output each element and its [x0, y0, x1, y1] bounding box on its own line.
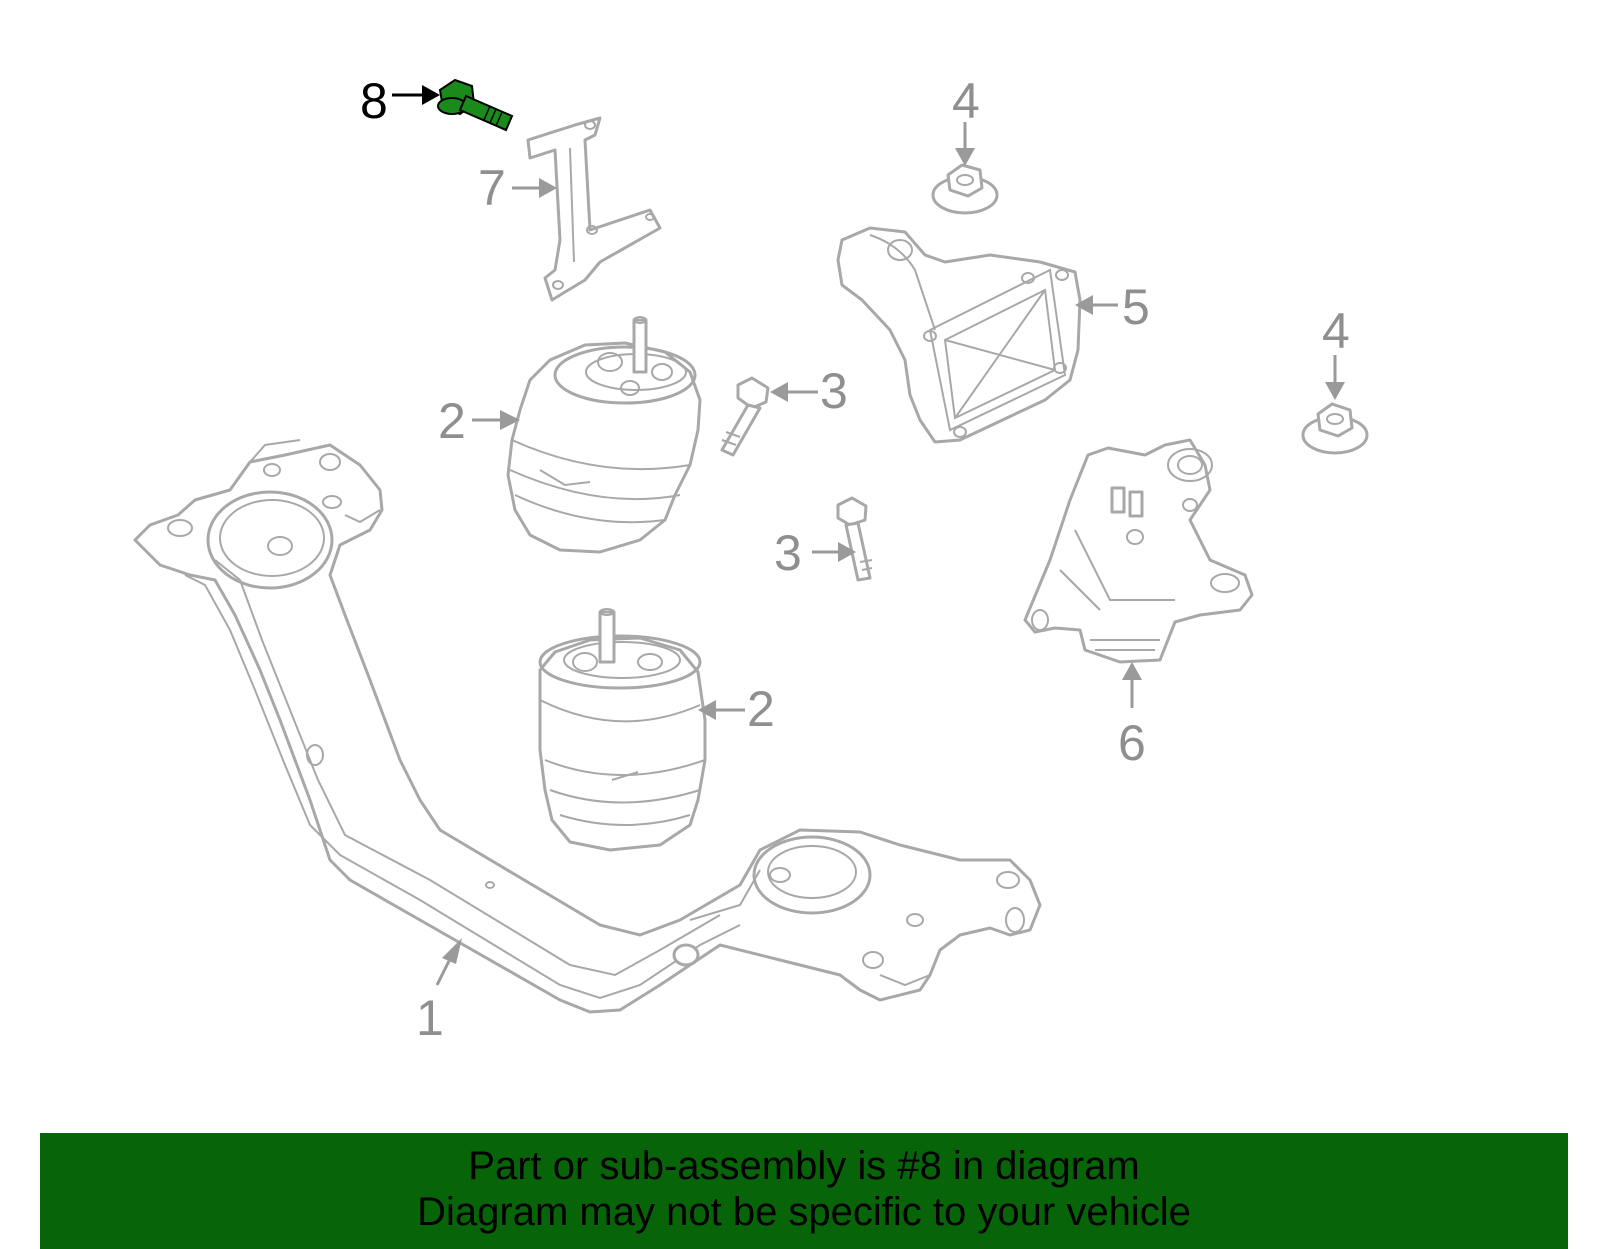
mount-bracket	[836, 226, 1082, 444]
callout-5: 5	[1075, 279, 1150, 335]
info-banner: Part or sub-assembly is #8 in diagram Di…	[40, 1133, 1568, 1249]
callout-3-lower: 3	[774, 525, 856, 581]
callout-label: 7	[478, 160, 506, 216]
callout-label: 2	[438, 393, 466, 449]
callout-label: 5	[1122, 279, 1150, 335]
callout-1: 1	[416, 938, 462, 1046]
callout-2-lower: 2	[698, 681, 775, 737]
banner-line-disclaimer: Diagram may not be specific to your vehi…	[417, 1190, 1191, 1234]
callout-label: 4	[1322, 303, 1350, 359]
highlighted-bolt	[437, 78, 514, 132]
callout-label: 8	[360, 73, 388, 129]
bolt-upper	[720, 376, 770, 457]
engine-mount-lower	[538, 608, 707, 852]
callout-label: 3	[774, 525, 802, 581]
callout-6: 6	[1118, 662, 1146, 771]
callout-label: 6	[1118, 715, 1146, 771]
bolt-lower	[836, 496, 873, 582]
subframe	[133, 439, 1042, 1014]
callout-7: 7	[478, 160, 557, 216]
nut-top	[931, 163, 999, 215]
callout-label: 1	[416, 990, 444, 1046]
engine-mount-upper	[506, 316, 702, 554]
bracket-plate	[526, 116, 662, 302]
parts-diagram: 1 2 2 3 3 4 4 5 6	[133, 73, 1369, 1046]
callout-label: 2	[747, 681, 775, 737]
callout-4-top: 4	[952, 73, 980, 166]
callout-3-upper: 3	[770, 363, 848, 419]
banner-line-part-number: Part or sub-assembly is #8 in diagram	[468, 1144, 1140, 1188]
transmission-mount	[1023, 438, 1254, 664]
callout-8: 8	[360, 73, 440, 129]
nut-right	[1301, 402, 1369, 455]
callout-label: 3	[820, 363, 848, 419]
callout-label: 4	[952, 73, 980, 129]
callout-4-right: 4	[1322, 303, 1350, 400]
callout-2-upper: 2	[438, 393, 520, 449]
